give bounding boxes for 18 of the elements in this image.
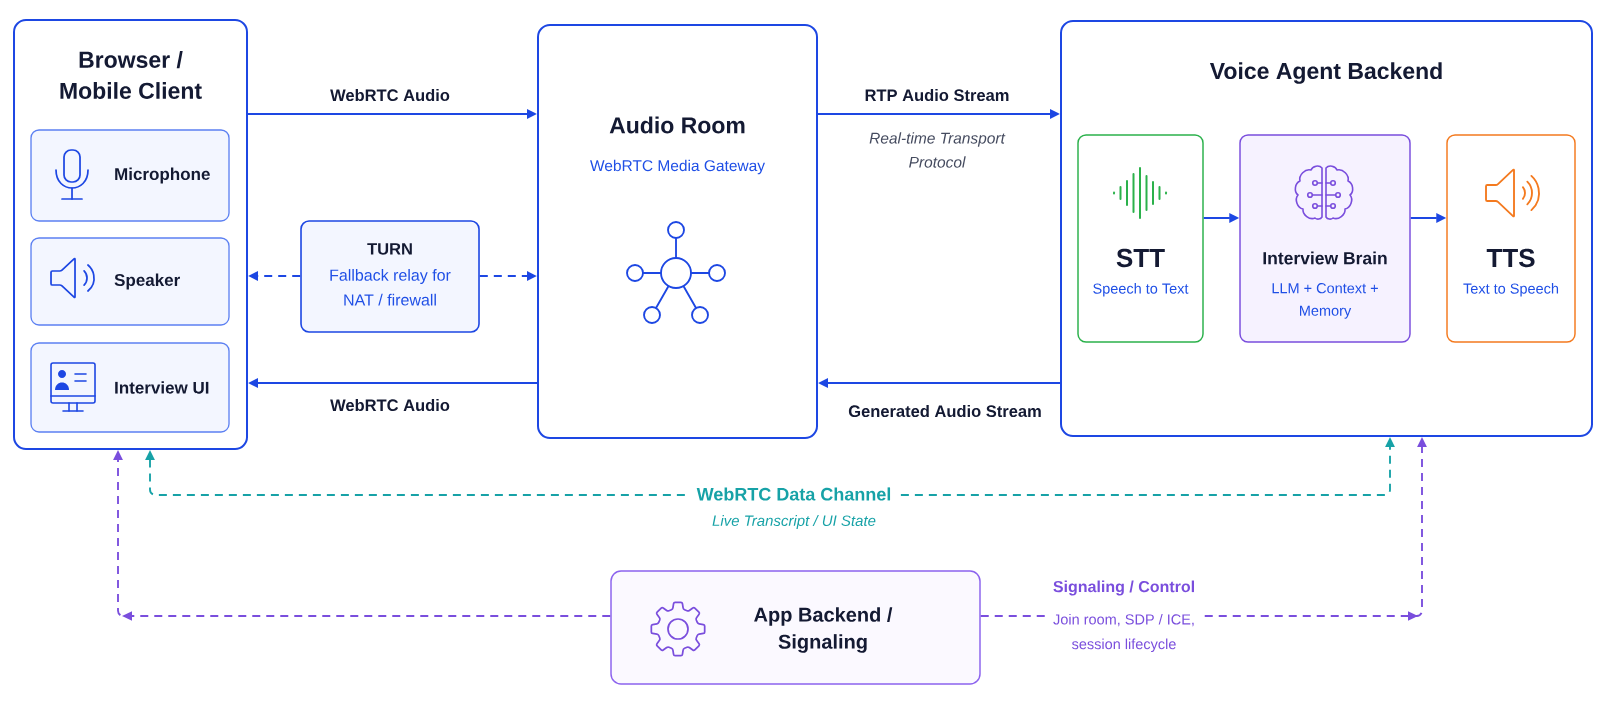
edge-label: WebRTC Data Channel (688, 486, 900, 502)
process-box: App Backend / Signaling (610, 570, 981, 685)
process-box: TURN Fallback relay for NAT / firewall (300, 220, 480, 333)
stage-box: STT Speech to Text (1077, 134, 1204, 343)
edge-label: WebRTC Audio (330, 398, 450, 412)
annotation: Live Transcript / UI State (712, 515, 876, 529)
annotation: Real-time Transport Protocol (869, 132, 1006, 168)
annotation: Join room, SDP / ICE, session lifecycle (1045, 612, 1203, 654)
stage-box: TTS Text to Speech (1446, 134, 1576, 343)
edge-label: WebRTC Audio (330, 88, 450, 102)
edge-label: RTP Audio Stream (865, 88, 1009, 102)
process-box: Audio Room WebRTC Media Gateway (537, 24, 818, 439)
item-box: Speaker (30, 237, 230, 326)
item-box: Microphone (30, 129, 230, 222)
item-box: Interview UI (30, 342, 230, 433)
edge-label: Generated Audio Stream (848, 404, 1041, 418)
stage-box: Interview Brain LLM + Context + Memory (1239, 134, 1411, 343)
edge-label: Signaling / Control (1053, 580, 1194, 596)
